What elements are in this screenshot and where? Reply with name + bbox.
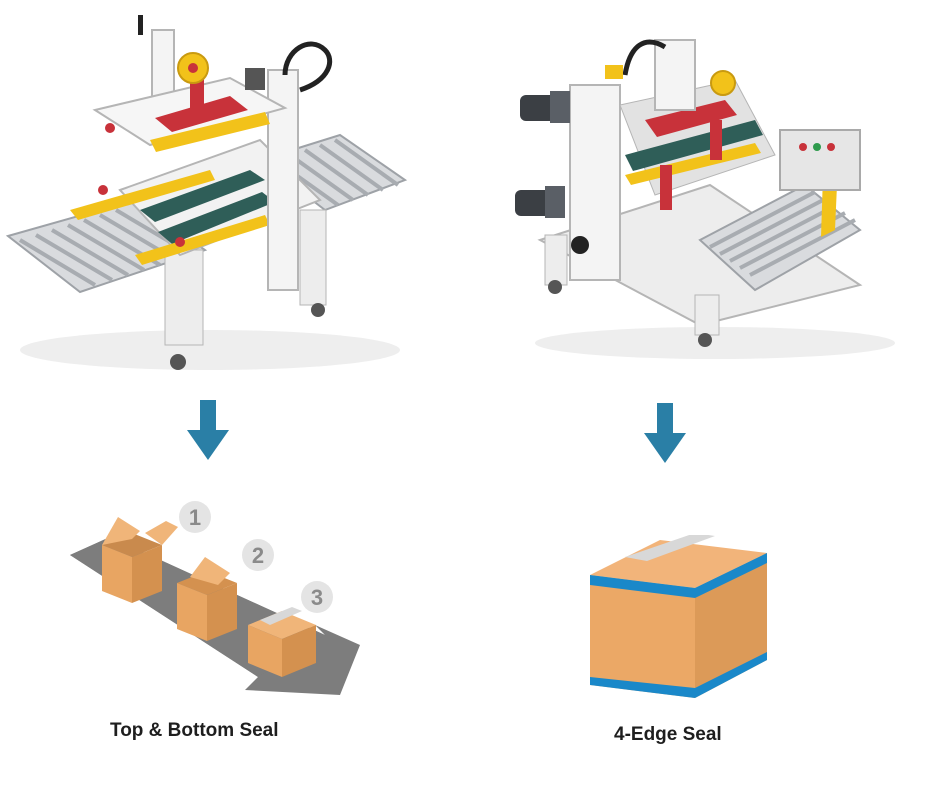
open-box-icon [102,517,178,603]
step-number: 3 [311,585,323,610]
top-bottom-seal-caption: Top & Bottom Seal [110,720,279,741]
four-edge-seal-caption: 4-Edge Seal [614,724,722,745]
down-arrow-icon [642,403,688,465]
step-badge: 2 [242,539,274,571]
top-bottom-sealer-machine-image [0,0,420,385]
step-badge: 1 [179,501,211,533]
step-badge: 3 [301,581,333,613]
four-edge-sealer-machine-image [505,25,925,365]
four-edge-seal-box-illustration [585,535,770,700]
top-bottom-seal-illustration: 1 2 3 [70,495,370,700]
folding-box-icon [177,557,237,641]
down-arrow-icon [185,400,231,462]
step-number: 1 [189,505,201,530]
sealed-box-icon [248,607,316,677]
step-number: 2 [252,543,264,568]
